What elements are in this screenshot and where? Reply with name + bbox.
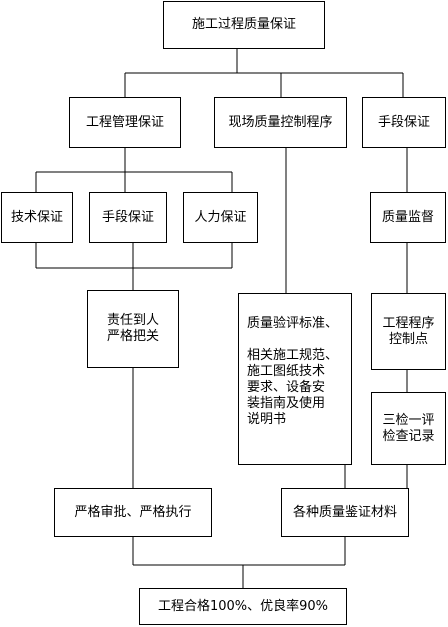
node-manpower: 人力保证 [183, 192, 258, 243]
node-site-qc: 现场质量控制程序 [214, 97, 347, 148]
node-means-right: 手段保证 [362, 97, 446, 148]
node-responsibility: 责任到人 严格把关 [87, 290, 179, 368]
node-control-points: 工程程序 控制点 [371, 293, 446, 370]
node-materials: 各种质量鉴证材料 [281, 488, 409, 537]
node-approval: 严格审批、严格执行 [54, 488, 212, 537]
node-result: 工程合格100%、优良率90% [139, 588, 347, 625]
node-tech: 技术保证 [1, 192, 73, 243]
node-standards: 质量验评标准、 相关施工规范、 施工图纸技术 要求、设备安 装指南及使用 说明书 [238, 293, 352, 465]
node-inspection: 三检一评 检查记录 [371, 392, 446, 465]
node-eng-mgmt: 工程管理保证 [69, 97, 181, 148]
node-quality-supervision: 质量监督 [370, 192, 446, 243]
node-means-left: 手段保证 [89, 192, 167, 243]
node-root: 施工过程质量保证 [163, 1, 325, 49]
